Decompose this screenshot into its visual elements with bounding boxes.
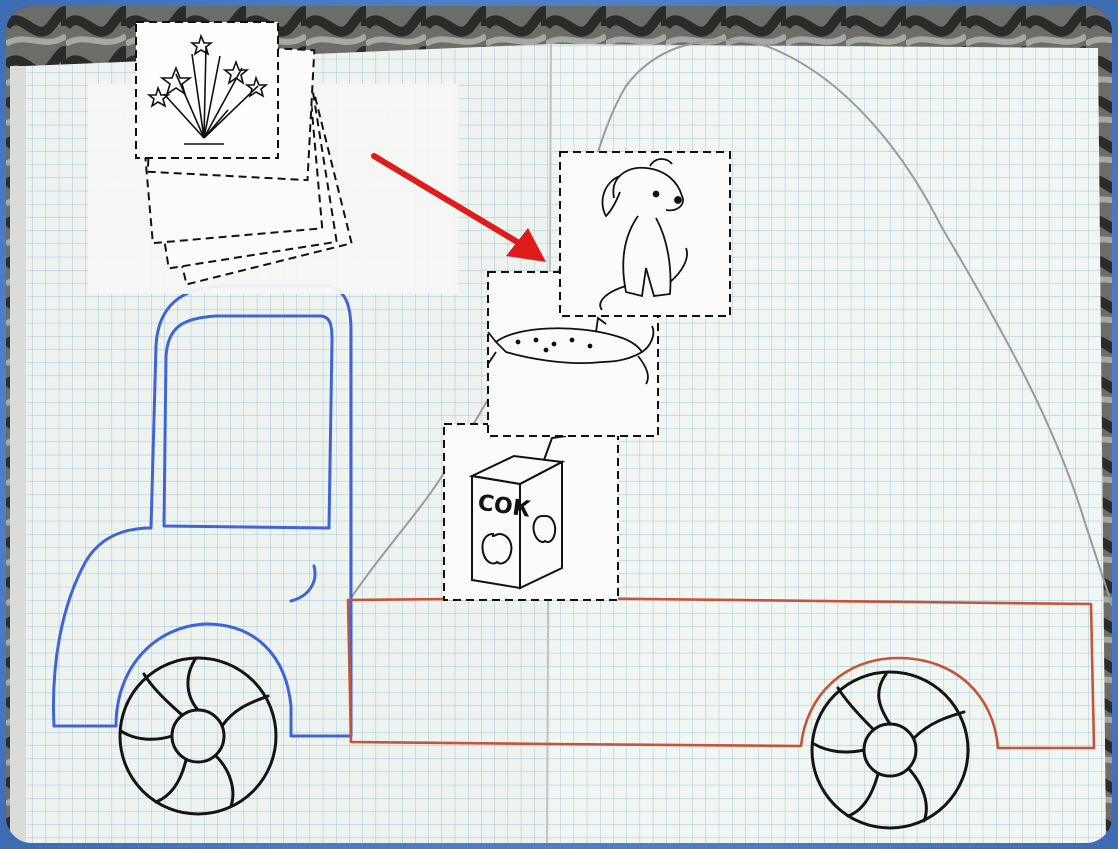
dog-card [560, 152, 730, 316]
juice-card: СОК [444, 424, 618, 600]
fireworks-card [136, 22, 278, 158]
photo: СОК [6, 6, 1112, 843]
